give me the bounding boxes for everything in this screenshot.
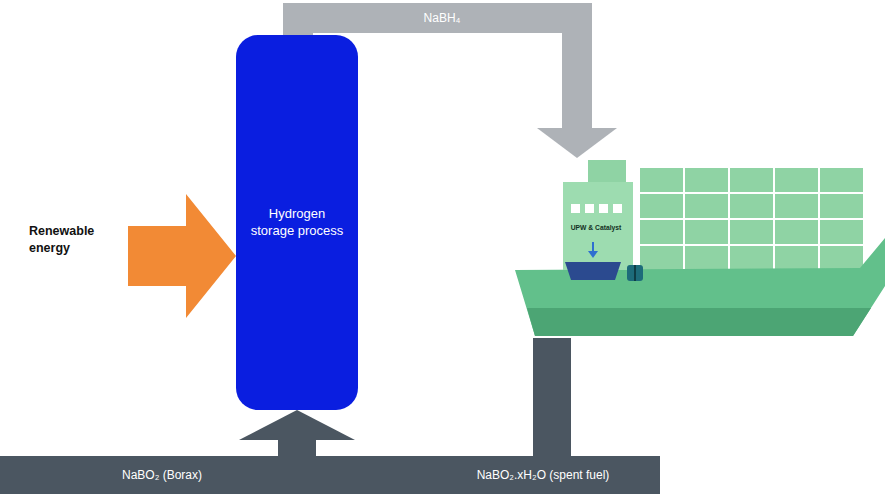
bridge-top (588, 160, 626, 184)
feed-arrowhead (588, 251, 598, 258)
bridge-window (571, 204, 580, 213)
container (685, 220, 728, 244)
container (685, 194, 728, 218)
reactor-tank (565, 262, 621, 280)
container (775, 246, 818, 270)
container (820, 220, 863, 244)
container (775, 220, 818, 244)
ship-outline (505, 158, 885, 338)
feed-label: NaBO₂ (Borax) (122, 468, 202, 482)
bridge-window (613, 204, 622, 213)
container (640, 194, 683, 218)
reel-core (634, 265, 636, 281)
container (640, 246, 683, 270)
container (730, 194, 773, 218)
container (820, 168, 863, 192)
hull-stripe (527, 308, 871, 336)
flow-label: NaBO₂.xH₂O (spent fuel) (477, 468, 610, 482)
flow-label: NaBH₄ (424, 11, 461, 25)
flow-arrowhead (537, 128, 617, 158)
ship-label: UPW & Catalyst (559, 224, 633, 231)
fuel-reel (627, 265, 643, 281)
container (820, 194, 863, 218)
container (685, 246, 728, 270)
bridge-window (585, 204, 594, 213)
process-label: Hydrogen storage process (249, 206, 345, 240)
container (640, 168, 683, 192)
energy-label: Renewable energy (29, 223, 109, 257)
container (685, 168, 728, 192)
flow-arrowhead (239, 410, 355, 440)
bridge-window (599, 204, 608, 213)
feed-arrow (592, 242, 594, 252)
container (775, 194, 818, 218)
container (730, 220, 773, 244)
container (820, 246, 863, 270)
container (640, 220, 683, 244)
energy-arrow (128, 194, 236, 318)
process-box: Hydrogen storage process (236, 35, 358, 410)
container (775, 168, 818, 192)
ship-node: UPW & Catalyst (505, 158, 885, 338)
container (730, 168, 773, 192)
container (730, 246, 773, 270)
